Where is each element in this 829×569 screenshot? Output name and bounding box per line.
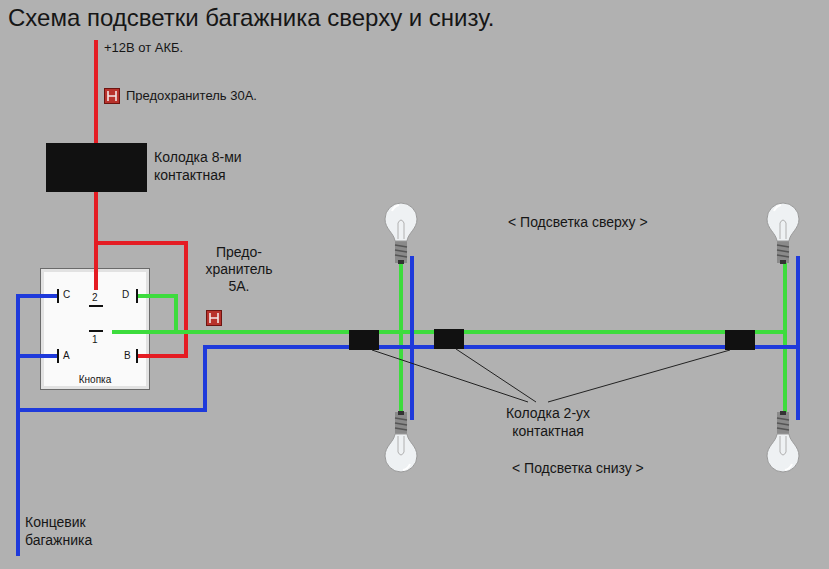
pin-name: A <box>63 350 70 361</box>
connector-block: Колодка 8-ми контактная <box>46 143 147 192</box>
block-label: Колодка 8-ми контактная <box>154 148 279 184</box>
switch-label: Концевик багажника <box>25 513 115 549</box>
fuse: Предо- хранитель 5А. <box>196 244 282 336</box>
supply-label: +12В от АКБ. <box>104 40 183 55</box>
fuse-label: Предохранитель 30А. <box>126 88 257 103</box>
pin-name: 1 <box>92 334 98 345</box>
push-button: Кнопка <box>40 268 150 390</box>
pin-name: D <box>122 289 129 300</box>
pin-name: 2 <box>92 292 98 303</box>
connector-label: Колодка 2-ух контактная <box>488 404 608 440</box>
section-label: < Подсветка сверху > <box>508 214 648 230</box>
fuse-icon <box>206 310 222 326</box>
section-label: < Подсветка снизу > <box>512 460 644 476</box>
diagram-title: Схема подсветки багажника сверху и снизу… <box>8 4 495 32</box>
pin-name: C <box>63 289 70 300</box>
wire-connector <box>94 106 98 143</box>
leader-line <box>372 349 730 402</box>
ground-wire <box>18 256 800 556</box>
fuse: Предохранитель 30А. <box>90 86 250 106</box>
two-pin-connector <box>349 329 755 350</box>
wire-connector <box>150 330 196 334</box>
fuse-label: Предо- хранитель 5А. <box>205 244 272 295</box>
fuse-icon <box>104 88 120 104</box>
button-label: Кнопка <box>41 374 149 385</box>
wire-connector <box>94 192 98 268</box>
lamp <box>385 203 799 472</box>
pin-name: B <box>124 350 131 361</box>
